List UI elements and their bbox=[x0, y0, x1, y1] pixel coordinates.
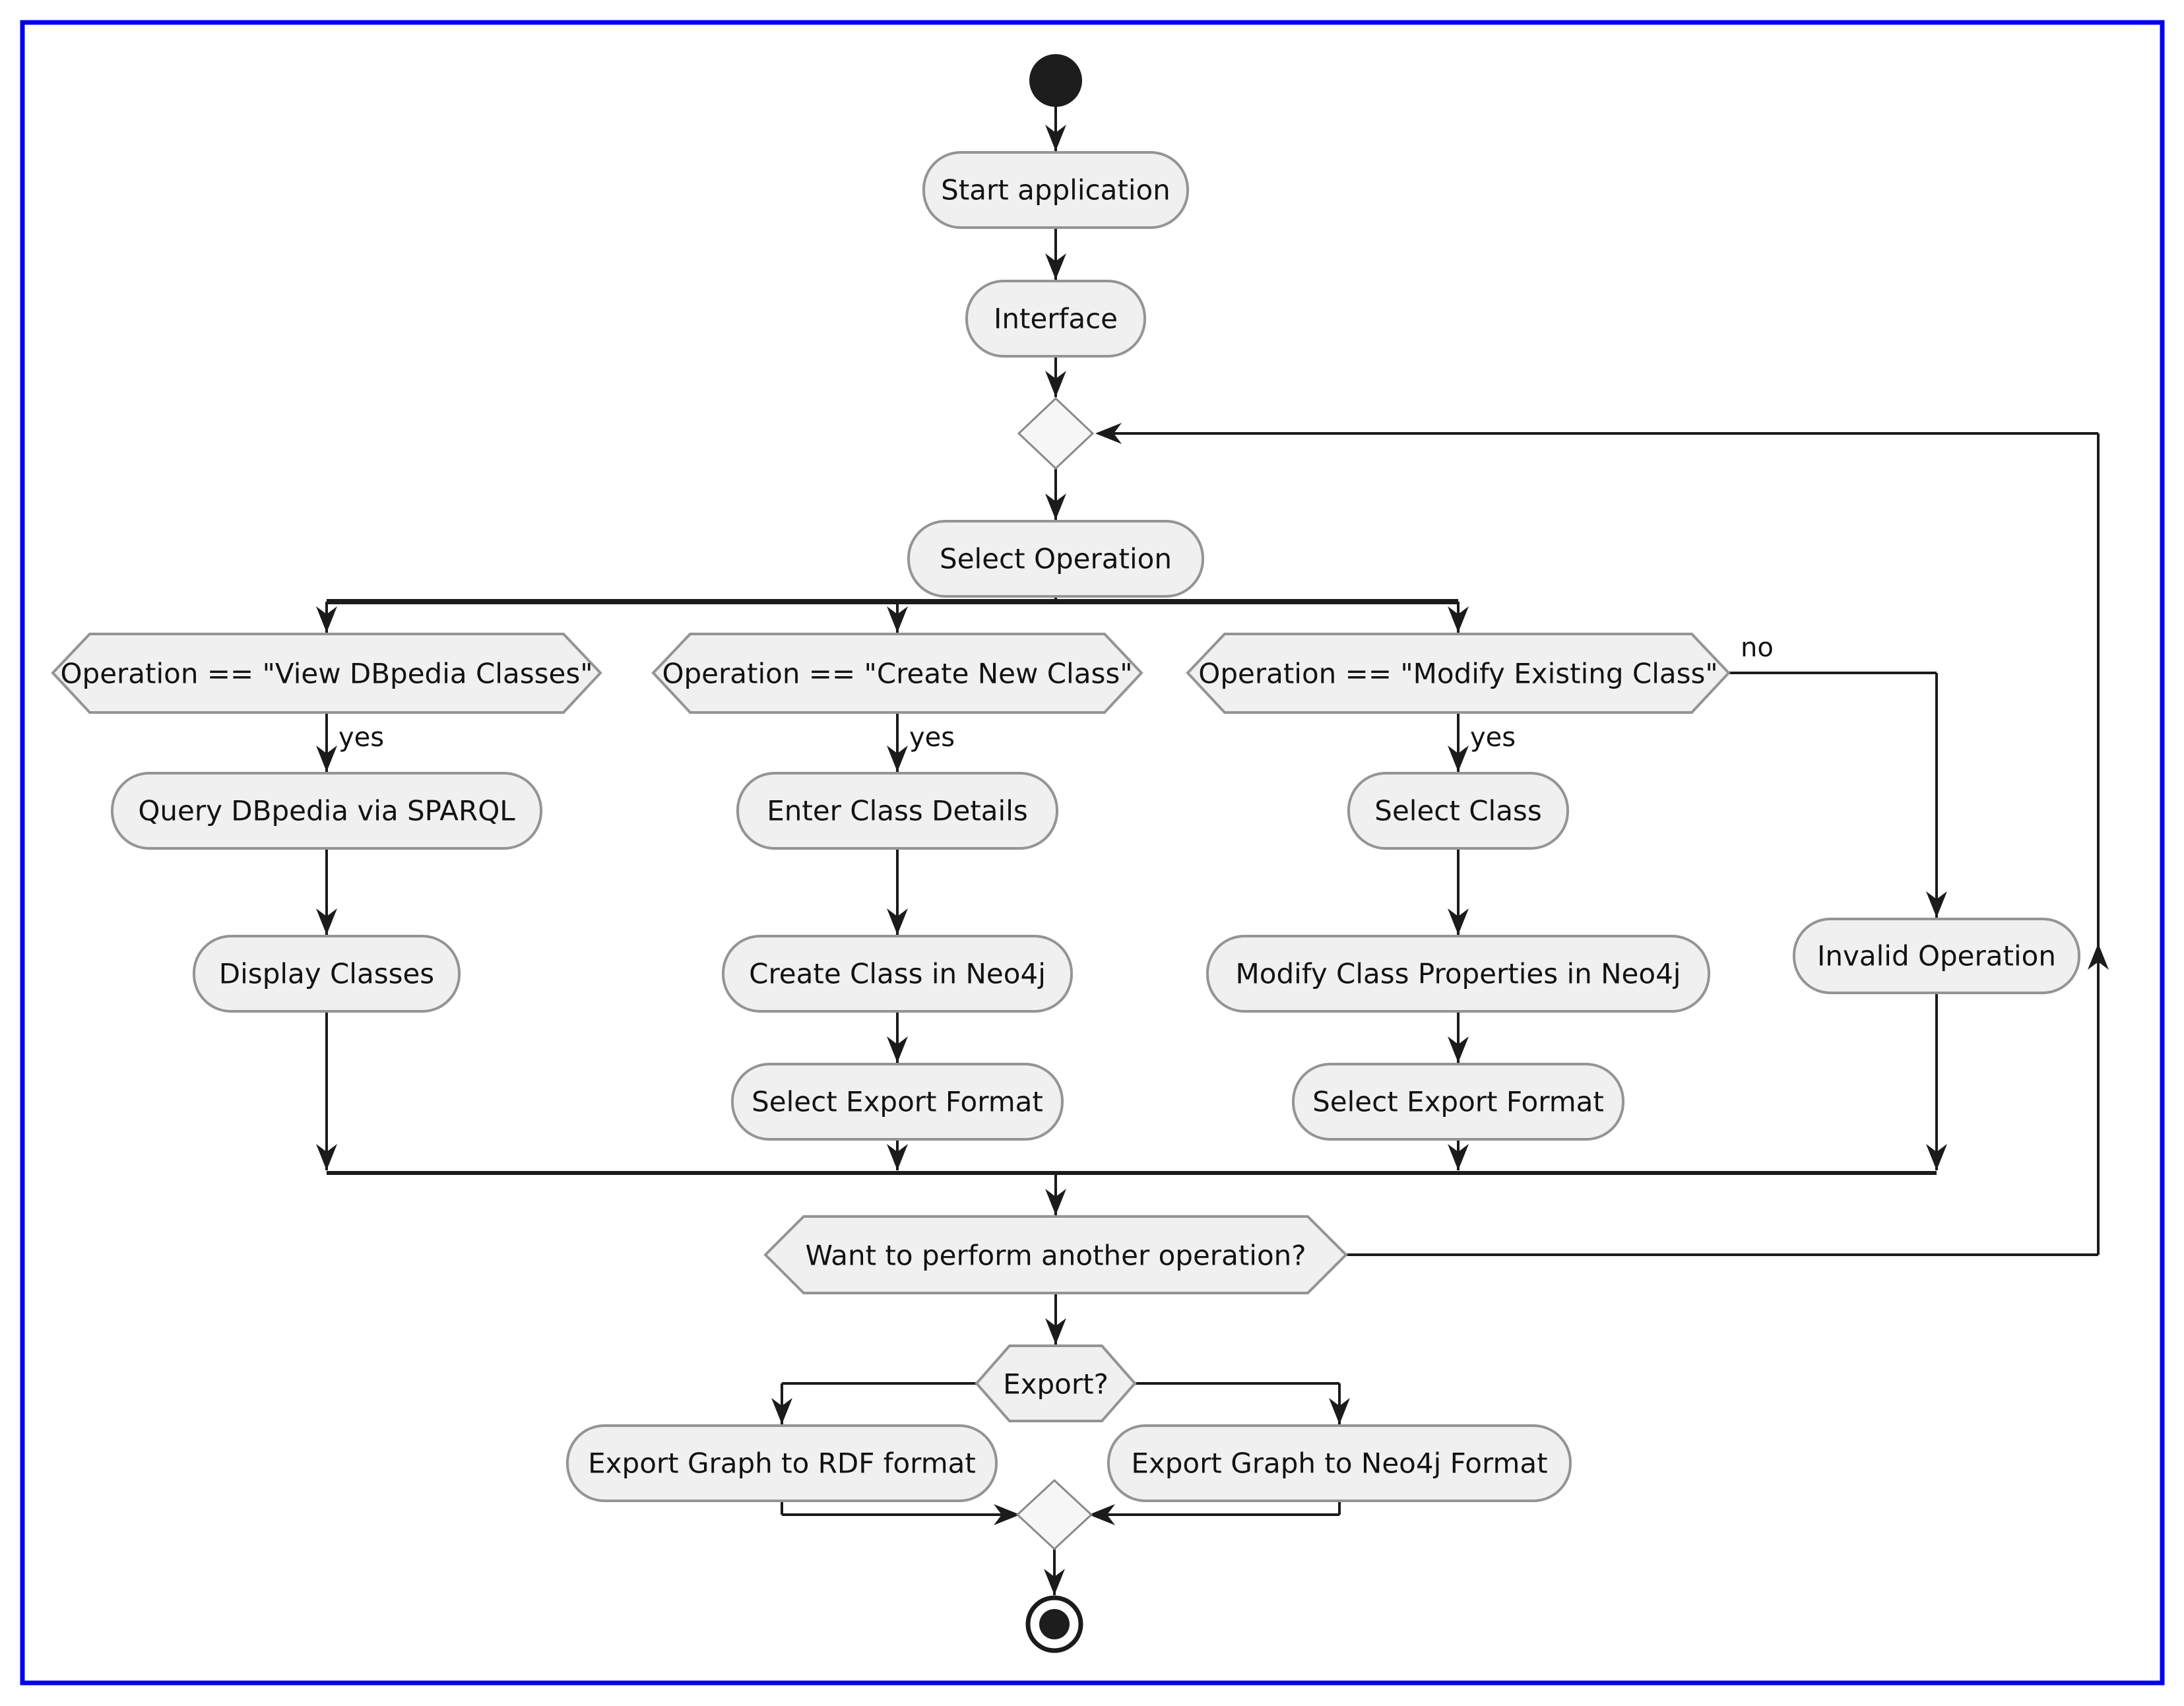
edge-start-application-to-interface bbox=[1045, 228, 1066, 280]
merge-diamond-bottom bbox=[1015, 1478, 1093, 1551]
edge-start-to-start-application bbox=[1045, 107, 1066, 151]
action-query-dbpedia: Query DBpedia via SPARQL bbox=[111, 772, 542, 850]
condition-modify-existing-class: Operation == "Modify Existing Class" bbox=[1186, 633, 1731, 714]
action-label: Export Graph to RDF format bbox=[588, 1447, 976, 1480]
condition-another-operation: Want to perform another operation? bbox=[763, 1215, 1348, 1294]
condition-hexagon bbox=[1186, 633, 1731, 714]
action-box bbox=[193, 935, 461, 1013]
action-select-export-format-modify: Select Export Format bbox=[1292, 1063, 1624, 1141]
condition-hexagon bbox=[651, 633, 1143, 714]
condition-label: Want to perform another operation? bbox=[805, 1240, 1306, 1272]
edge-neo4j-to-final-merge bbox=[1089, 1501, 1341, 1525]
action-box bbox=[922, 151, 1189, 229]
edge-export-condition-to-rdf bbox=[771, 1382, 977, 1424]
action-invalid-operation: Invalid Operation bbox=[1793, 918, 2080, 994]
condition-label: Export? bbox=[1003, 1368, 1108, 1401]
action-label: Select Operation bbox=[940, 543, 1172, 575]
action-label: Interface bbox=[994, 303, 1118, 335]
action-label: Modify Class Properties in Neo4j bbox=[1236, 958, 1681, 990]
action-box bbox=[1206, 935, 1710, 1013]
action-box bbox=[736, 772, 1058, 850]
action-box bbox=[111, 772, 542, 850]
edge-label-yes-3: yes bbox=[1470, 722, 1516, 753]
action-label: Enter Class Details bbox=[767, 795, 1028, 827]
action-interface: Interface bbox=[965, 280, 1146, 358]
edge-condition3-no-to-invalid-operation bbox=[1729, 672, 1947, 918]
action-modify-class-properties: Modify Class Properties in Neo4j bbox=[1206, 935, 1710, 1013]
edge-loop-back-to-merge-diamond bbox=[1095, 423, 2109, 1256]
merge-diamond-shape bbox=[1015, 1478, 1093, 1551]
edge-label-yes-1: yes bbox=[338, 722, 384, 753]
action-label: Select Export Format bbox=[1312, 1086, 1604, 1118]
page-border-frame bbox=[20, 20, 2165, 1686]
edge-interface-to-merge-diamond bbox=[1045, 356, 1066, 397]
condition-label: Operation == "View DBpedia Classes" bbox=[60, 658, 593, 690]
action-label: Select Export Format bbox=[752, 1086, 1043, 1118]
action-enter-class-details: Enter Class Details bbox=[736, 772, 1058, 850]
merge-diamond-shape bbox=[1017, 396, 1095, 470]
edge-branches-to-merge-bar bbox=[316, 993, 1947, 1175]
action-box bbox=[1107, 1424, 1572, 1502]
edge-loop-condition-to-export-condition bbox=[1045, 1293, 1066, 1344]
edge-enter-details-to-create-class bbox=[887, 848, 908, 935]
action-box bbox=[722, 935, 1073, 1013]
action-box bbox=[1347, 772, 1569, 850]
edge-select-class-to-modify-props bbox=[1448, 848, 1469, 935]
edge-query-to-display-classes bbox=[316, 848, 337, 935]
action-box bbox=[731, 1063, 1064, 1141]
end-circle-inner bbox=[1039, 1609, 1070, 1639]
action-export-rdf: Export Graph to RDF format bbox=[566, 1424, 998, 1502]
action-label: Display Classes bbox=[219, 958, 434, 990]
action-box bbox=[1793, 918, 2080, 994]
start-circle bbox=[1029, 54, 1082, 107]
action-select-export-format-create: Select Export Format bbox=[731, 1063, 1064, 1141]
action-start-application: Start application bbox=[922, 151, 1189, 229]
edge-rdf-to-final-merge bbox=[781, 1501, 1020, 1525]
action-box bbox=[907, 520, 1204, 598]
end-node bbox=[1025, 1595, 1083, 1653]
action-label: Create Class in Neo4j bbox=[749, 958, 1046, 990]
condition-label: Operation == "Modify Existing Class" bbox=[1198, 658, 1718, 690]
condition-hexagon bbox=[975, 1344, 1137, 1422]
action-label: Export Graph to Neo4j Format bbox=[1131, 1447, 1547, 1480]
edge-label-no: no bbox=[1741, 633, 1774, 663]
condition-export: Export? bbox=[975, 1344, 1137, 1422]
action-box bbox=[1292, 1063, 1624, 1141]
edge-condition2-yes bbox=[887, 712, 908, 772]
edge-final-merge-to-end bbox=[1044, 1549, 1065, 1595]
action-label: Start application bbox=[941, 174, 1171, 206]
action-box bbox=[566, 1424, 998, 1502]
start-node bbox=[1029, 54, 1082, 107]
action-label: Query DBpedia via SPARQL bbox=[138, 795, 515, 827]
edge-label-yes-2: yes bbox=[909, 722, 955, 753]
edge-modify-props-to-export-format bbox=[1448, 1011, 1469, 1063]
action-select-class: Select Class bbox=[1347, 772, 1569, 850]
edge-select-operation-split-bar bbox=[316, 596, 1469, 633]
action-box bbox=[965, 280, 1146, 358]
condition-label: Operation == "Create New Class" bbox=[662, 658, 1132, 690]
action-export-neo4j: Export Graph to Neo4j Format bbox=[1107, 1424, 1572, 1502]
edge-merge-diamond-to-select-operation bbox=[1045, 468, 1066, 520]
action-label: Invalid Operation bbox=[1817, 940, 2056, 972]
condition-hexagon bbox=[51, 633, 602, 714]
action-display-classes: Display Classes bbox=[193, 935, 461, 1013]
condition-view-dbpedia-classes: Operation == "View DBpedia Classes" bbox=[51, 633, 602, 714]
edge-export-condition-to-neo4j bbox=[1135, 1382, 1350, 1424]
merge-diamond-top bbox=[1017, 396, 1095, 470]
action-create-class-neo4j: Create Class in Neo4j bbox=[722, 935, 1073, 1013]
edge-condition3-yes bbox=[1448, 712, 1469, 772]
condition-create-new-class: Operation == "Create New Class" bbox=[651, 633, 1143, 714]
action-select-operation: Select Operation bbox=[907, 520, 1204, 598]
condition-hexagon bbox=[763, 1215, 1348, 1294]
edge-create-class-to-export-format bbox=[887, 1011, 908, 1063]
action-label: Select Class bbox=[1374, 795, 1541, 827]
edge-condition1-yes bbox=[316, 712, 337, 772]
edge-merge-bar-to-loop-condition bbox=[1045, 1173, 1066, 1215]
